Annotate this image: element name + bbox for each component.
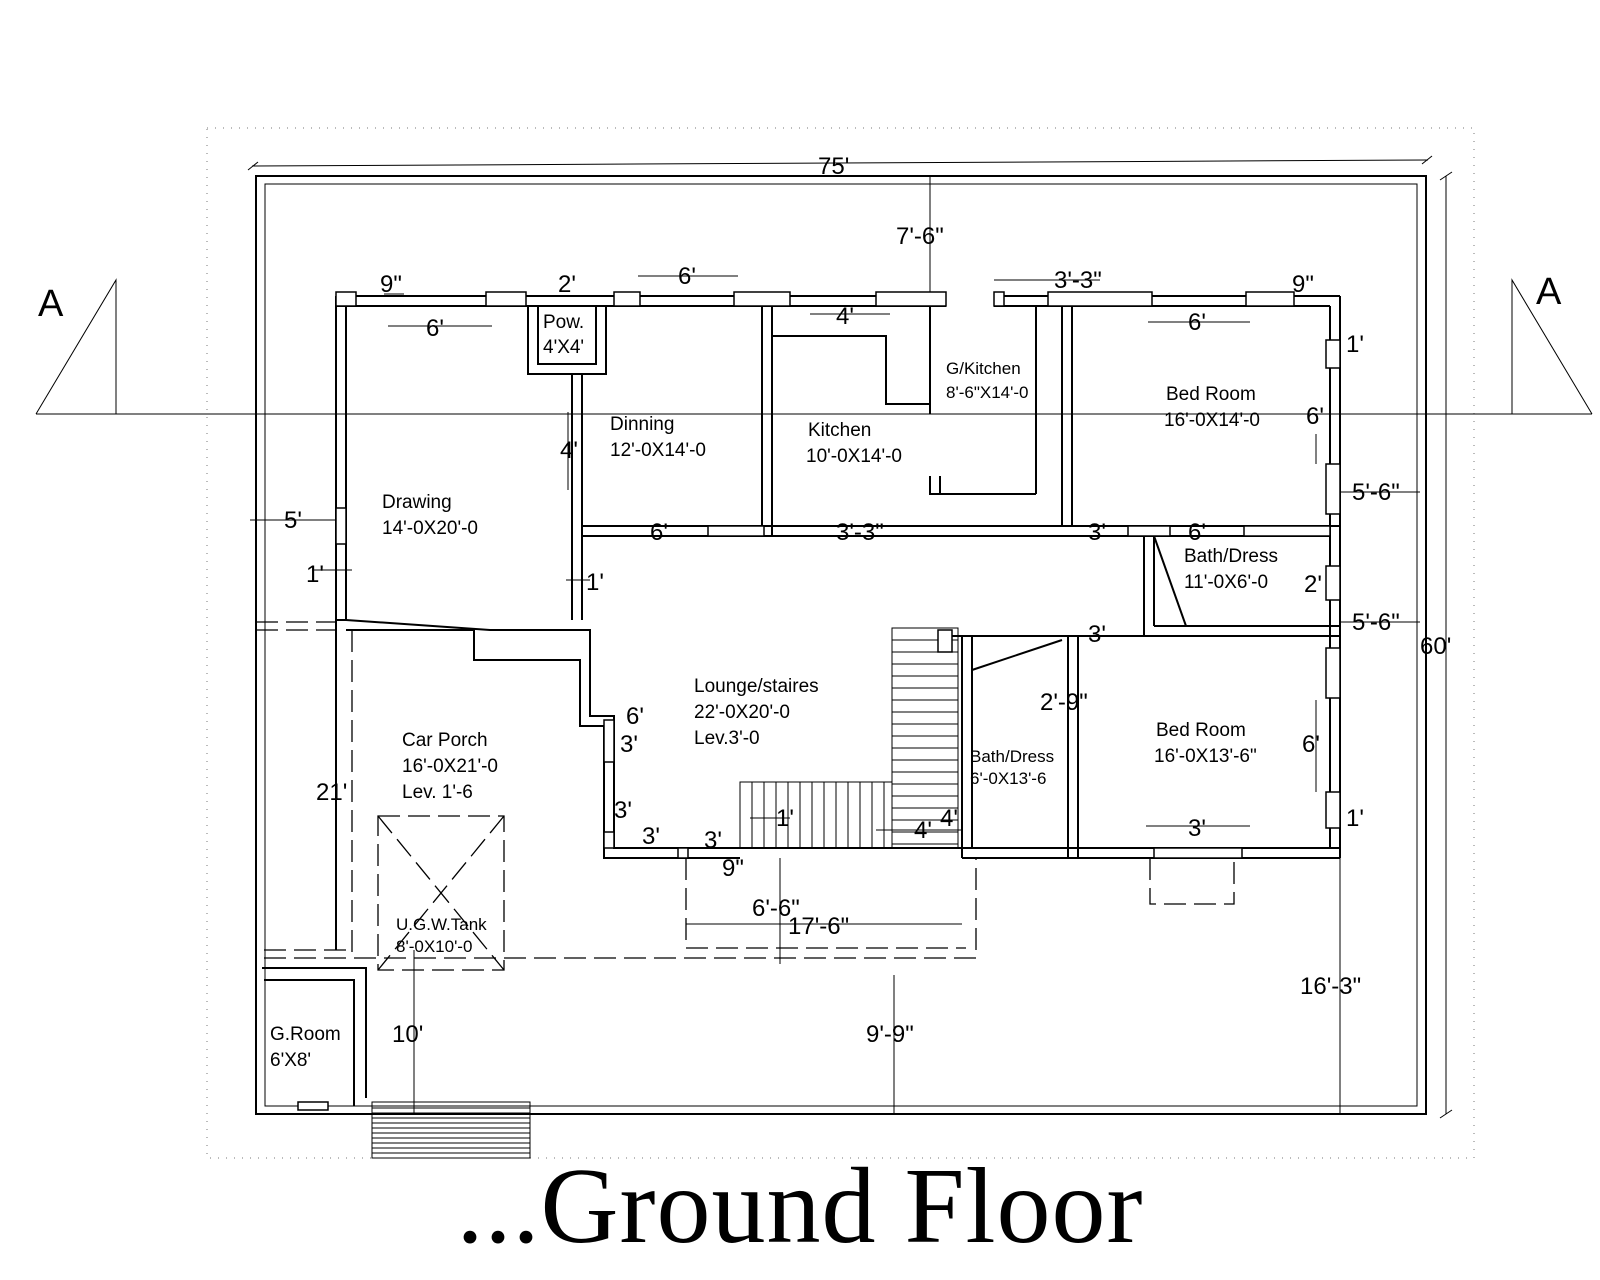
- room-size-lounge: 22'-0X20'-0: [694, 702, 790, 723]
- dim-label: 6': [1306, 403, 1324, 430]
- dim-overall-depth: 60': [1420, 633, 1451, 660]
- room-name-porch: Car Porch: [402, 730, 488, 751]
- room-name-bed1: Bed Room: [1166, 384, 1256, 405]
- room-name-dinning: Dinning: [610, 414, 674, 435]
- dim-label: 4': [836, 303, 854, 330]
- room-size-tank: 8'-0X10'-0: [396, 937, 472, 956]
- room-size-porch: 16'-0X21'-0: [402, 756, 498, 777]
- room-size-bed1: 16'-0X14'-0: [1164, 410, 1260, 431]
- dim-label: 21': [316, 779, 347, 806]
- dim-label: 3': [620, 731, 638, 758]
- room-name-tank: U.G.W.Tank: [396, 915, 487, 934]
- plot-boundary: [255, 175, 1427, 1115]
- dim-label: 5': [284, 507, 302, 534]
- section-line-a-a: [35, 278, 1593, 415]
- room-size-bath1: 11'-0X6'-0: [1184, 572, 1268, 593]
- dim-front-setback: 7'-6": [896, 223, 944, 250]
- dim-label: 5'-6": [1352, 479, 1400, 506]
- dim-label: 1': [776, 805, 794, 832]
- dim-label: 5'-6": [1352, 609, 1400, 636]
- dim-label: 17'-6": [788, 913, 849, 940]
- dim-label: 9": [380, 271, 402, 298]
- room-name-kitchen: Kitchen: [808, 420, 871, 441]
- room-size-drawing: 14'-0X20'-0: [382, 518, 478, 539]
- room-labels: Pow. 4'X4' G/Kitchen 8'-6"X14'-0 Bed Roo…: [270, 312, 1278, 1071]
- dim-label: 3'-3": [836, 519, 884, 546]
- room-name-pow: Pow.: [543, 312, 584, 333]
- dimension-labels: 75' 7'-6" 9" 2' 6' 6' 3'-3" 9" 6' 4' 6' …: [284, 153, 1451, 1048]
- section-marker-right: A: [1536, 271, 1562, 313]
- dimension-ticks: [250, 275, 1420, 964]
- windows: [297, 291, 1341, 1111]
- guard-room: [262, 967, 367, 1106]
- dim-label: 6': [1188, 519, 1206, 546]
- dim-label: 1': [586, 569, 604, 596]
- room-size-kitchen: 10'-0X14'-0: [806, 446, 902, 467]
- room-name-bath1: Bath/Dress: [1184, 546, 1278, 567]
- room-level-porch: Lev. 1'-6: [402, 782, 473, 803]
- room-size-groom: 6'X8': [270, 1050, 311, 1071]
- dim-label: 6': [626, 703, 644, 730]
- dim-label: 6'-6": [752, 895, 800, 922]
- dim-label: 3': [1088, 519, 1106, 546]
- room-size-pow: 4'X4': [543, 337, 584, 358]
- dim-label: 6': [650, 519, 668, 546]
- room-size-bed2: 16'-0X13'-6": [1154, 746, 1257, 767]
- dim-overall-width: 75': [818, 153, 849, 180]
- dim-label: 9": [722, 855, 744, 882]
- room-name-gkitchen: G/Kitchen: [946, 359, 1021, 378]
- dim-label: 3': [642, 823, 660, 850]
- dim-label: 6': [426, 315, 444, 342]
- dim-label: 3': [1188, 815, 1206, 842]
- room-size-bath2: 6'-0X13'-6: [970, 769, 1046, 788]
- room-size-gkitchen: 8'-6"X14'-0: [946, 383, 1028, 402]
- overall-dimension-lines: [247, 155, 1453, 1119]
- dim-label: 10': [392, 1021, 423, 1048]
- dim-label: 1': [1346, 805, 1364, 832]
- entrance-steps: [371, 1101, 531, 1159]
- dim-label: 9'-9": [866, 1021, 914, 1048]
- dim-label: 3': [704, 827, 722, 854]
- room-size-dinning: 12'-0X14'-0: [610, 440, 706, 461]
- room-name-drawing: Drawing: [382, 492, 452, 513]
- dim-label: 3': [614, 797, 632, 824]
- water-tank: [377, 815, 505, 971]
- dim-label: 1': [1346, 331, 1364, 358]
- dim-label: 3': [1088, 621, 1106, 648]
- dim-label: 3'-3": [1054, 267, 1102, 294]
- dim-label: 6': [678, 263, 696, 290]
- dim-label: 2'-9": [1040, 689, 1088, 716]
- dim-rear-setback: 16'-3": [1300, 973, 1361, 1000]
- porch-dashed-outline: [256, 621, 1235, 959]
- room-name-bed2: Bed Room: [1156, 720, 1246, 741]
- dim-label: 4': [940, 805, 958, 832]
- dim-label: 1': [306, 561, 324, 588]
- room-name-bath2: Bath/Dress: [970, 747, 1054, 766]
- dim-label: 2': [1304, 571, 1322, 598]
- dim-label: 4': [560, 437, 578, 464]
- dim-label: 6': [1302, 731, 1320, 758]
- room-name-groom: G.Room: [270, 1024, 341, 1045]
- drawing-title: ...Ground Floor: [456, 1147, 1144, 1266]
- dim-label: 9": [1292, 271, 1314, 298]
- dim-label: 2': [558, 271, 576, 298]
- room-name-lounge: Lounge/staires: [694, 676, 819, 697]
- room-level-lounge: Lev.3'-0: [694, 728, 760, 749]
- dim-label: 6': [1188, 309, 1206, 336]
- dim-label: 4': [914, 817, 932, 844]
- section-marker-left: A: [38, 283, 64, 325]
